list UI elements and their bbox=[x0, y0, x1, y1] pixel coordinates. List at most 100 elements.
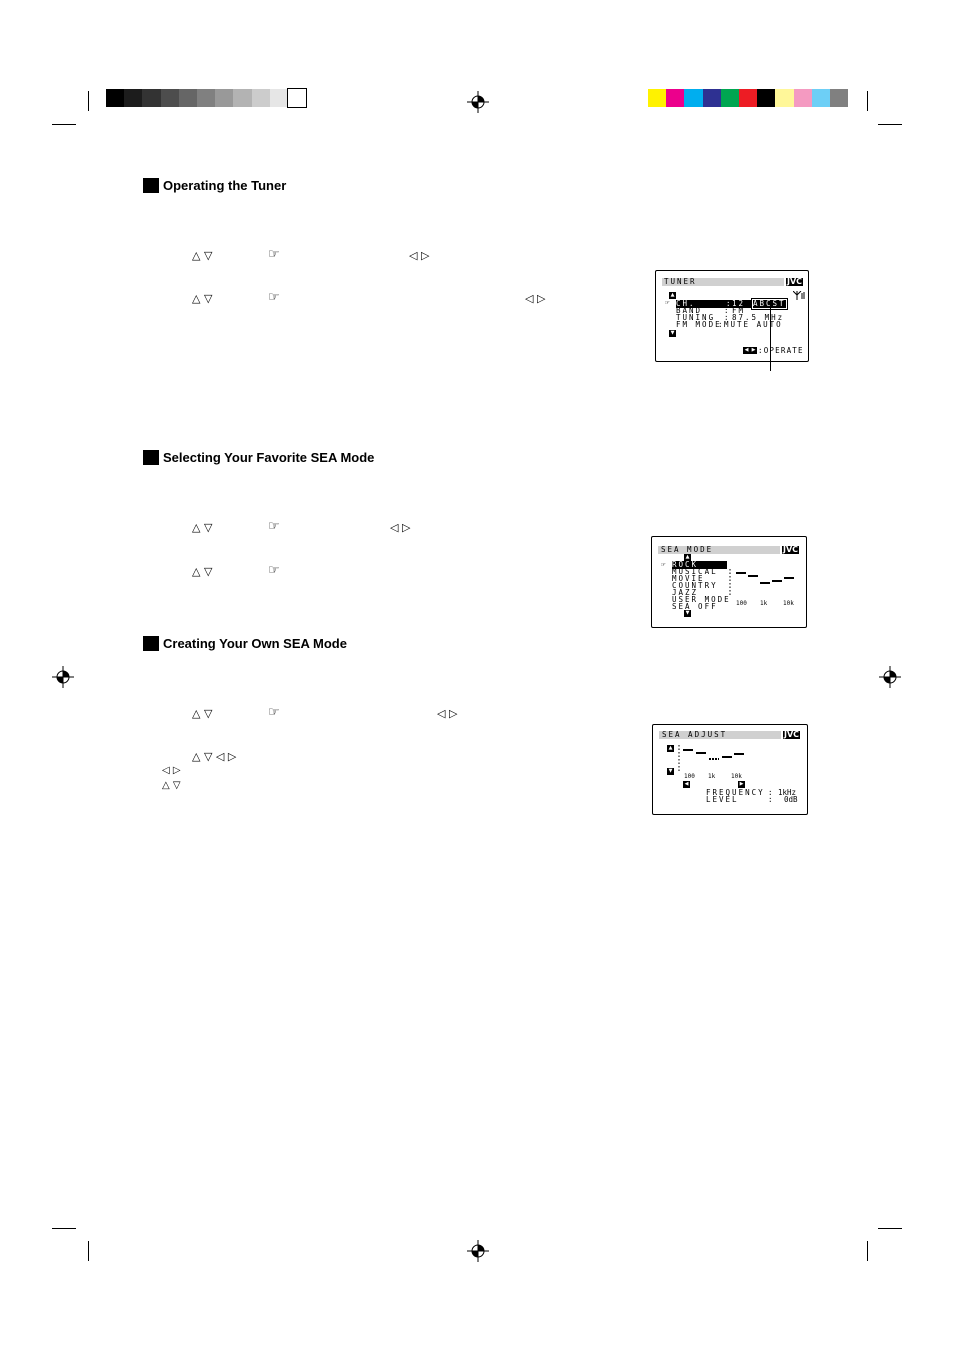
color-swatch bbox=[684, 89, 703, 107]
screen-title: TUNER bbox=[664, 277, 697, 286]
tuner-screen: TUNER JVC ▲ ☞ CH. : 12 ABCST BAND : FM T… bbox=[655, 270, 809, 362]
row-value: FM bbox=[732, 306, 746, 315]
row-separator: : bbox=[726, 299, 733, 308]
color-swatch bbox=[739, 89, 758, 107]
right-arrow-icon: ▶ bbox=[750, 347, 757, 354]
crop-mark bbox=[88, 1241, 89, 1261]
screen-title: SEA MODE bbox=[661, 545, 714, 554]
gray-swatch bbox=[269, 89, 288, 107]
sea-adjust-screen: SEA ADJUST JVC ▲ ▼ 100 1k 10k ◀ ▶ FREQUE… bbox=[652, 724, 808, 815]
freq-label: 1k bbox=[760, 600, 768, 607]
left-right-arrows-icon: ◁ ▷ bbox=[162, 765, 181, 776]
freq-label: 1k bbox=[708, 773, 716, 780]
gray-swatch bbox=[142, 89, 161, 107]
sea-mode-item: JAZZ bbox=[672, 588, 699, 597]
frequency-value: 1kHz bbox=[778, 788, 797, 797]
section-marker bbox=[143, 178, 159, 193]
sea-mode-item-selected: ROCK bbox=[672, 561, 727, 569]
sea-mode-item: MUSICAL bbox=[672, 567, 718, 576]
section-title-sea-own: Creating Your Own SEA Mode bbox=[163, 636, 347, 651]
screen-header-bar bbox=[659, 731, 781, 739]
freq-left-icon: ◀ bbox=[683, 781, 690, 788]
color-swatch bbox=[775, 89, 794, 107]
up-down-arrows-icon: △ ▽ bbox=[192, 249, 213, 262]
section-marker bbox=[143, 450, 159, 465]
sea-mode-item: MOVIE bbox=[672, 574, 705, 583]
freq-label: 10k bbox=[731, 773, 742, 780]
color-swatch bbox=[793, 89, 812, 107]
screen-title: SEA ADJUST bbox=[662, 730, 728, 739]
crop-mark bbox=[878, 124, 902, 125]
hand-pointer-icon: ☞ bbox=[268, 705, 280, 720]
jvc-logo: JVC bbox=[782, 545, 800, 554]
row-separator: : bbox=[724, 306, 731, 315]
row-label: TUNING bbox=[676, 313, 716, 322]
crop-mark bbox=[52, 1228, 76, 1229]
up-down-arrows-icon: △ ▽ bbox=[162, 780, 181, 791]
sea-mode-screen: SEA MODE JVC ▲ ☞ ROCK MUSICAL MOVIE COUN… bbox=[651, 536, 807, 628]
hand-pointer-icon: ☞ bbox=[665, 298, 670, 307]
left-right-arrows-icon: ◁ ▷ bbox=[409, 249, 430, 262]
level-separator: : bbox=[768, 795, 775, 804]
row-label: CH. bbox=[676, 300, 726, 308]
frequency-separator: : bbox=[768, 788, 775, 797]
gray-swatch bbox=[251, 89, 270, 107]
hand-pointer-icon: ☞ bbox=[661, 560, 666, 569]
level-value: 0dB bbox=[784, 795, 798, 804]
registration-target-icon bbox=[467, 91, 489, 113]
section-title-sea-favorite: Selecting Your Favorite SEA Mode bbox=[163, 450, 375, 465]
registration-target-icon bbox=[879, 666, 901, 688]
screen-header-bar bbox=[658, 546, 780, 554]
row-label: FM MODE bbox=[676, 320, 722, 329]
crop-mark bbox=[52, 124, 76, 125]
row-separator: : bbox=[718, 320, 725, 329]
gray-swatch bbox=[197, 89, 216, 107]
left-right-arrows-icon: ◁ ▷ bbox=[437, 707, 458, 720]
left-right-arrows-icon: ◁ ▷ bbox=[390, 521, 411, 534]
color-swatch bbox=[757, 89, 776, 107]
freq-label: 10k bbox=[783, 600, 794, 607]
crop-mark bbox=[88, 91, 89, 111]
hand-pointer-icon: ☞ bbox=[268, 563, 280, 578]
left-arrow-icon: ◀ bbox=[743, 347, 750, 354]
gray-swatch bbox=[106, 89, 125, 107]
level-up-icon: ▲ bbox=[667, 745, 674, 752]
row-value: MUTE AUTO bbox=[724, 320, 783, 329]
hand-pointer-icon: ☞ bbox=[268, 247, 280, 262]
registration-target-icon bbox=[467, 1240, 489, 1262]
hand-pointer-icon: ☞ bbox=[268, 290, 280, 305]
sea-mode-item: COUNTRY bbox=[672, 581, 718, 590]
color-swatch bbox=[648, 89, 667, 107]
up-down-arrows-icon: △ ▽ bbox=[192, 292, 213, 305]
scroll-down-icon: ▼ bbox=[669, 330, 676, 337]
crop-mark bbox=[867, 91, 868, 111]
level-label: LEVEL bbox=[706, 795, 739, 804]
up-down-arrows-icon: △ ▽ bbox=[192, 565, 213, 578]
color-swatch bbox=[720, 89, 739, 107]
crop-mark bbox=[878, 1228, 902, 1229]
section-title-tuner: Operating the Tuner bbox=[163, 178, 287, 193]
left-right-arrows-icon: ◁ ▷ bbox=[525, 292, 546, 305]
four-way-arrows-icon: △ ▽ ◁ ▷ bbox=[192, 750, 237, 763]
antenna-icon bbox=[793, 291, 805, 300]
row-label: BAND bbox=[676, 306, 703, 315]
hand-pointer-icon: ☞ bbox=[268, 519, 280, 534]
sea-mode-item: SEA OFF bbox=[672, 602, 718, 611]
eq-curve-graphic bbox=[729, 569, 794, 597]
freq-right-icon: ▶ bbox=[738, 781, 745, 788]
color-swatch bbox=[702, 89, 721, 107]
gray-swatch bbox=[286, 88, 308, 108]
row-value: 87.5 MHz bbox=[732, 313, 785, 322]
up-down-arrows-icon: △ ▽ bbox=[192, 521, 213, 534]
scroll-up-icon: ▲ bbox=[684, 554, 691, 561]
callout-line bbox=[770, 305, 771, 371]
gray-swatch bbox=[233, 89, 252, 107]
sea-mode-item: USER MODE bbox=[672, 595, 731, 604]
registration-target-icon bbox=[52, 666, 74, 688]
row-value: 12 bbox=[732, 300, 752, 308]
scroll-down-icon: ▼ bbox=[684, 610, 691, 617]
jvc-logo: JVC bbox=[786, 277, 804, 286]
scroll-up-icon: ▲ bbox=[669, 292, 676, 299]
level-down-icon: ▼ bbox=[667, 768, 674, 775]
freq-label: 100 bbox=[684, 773, 695, 780]
